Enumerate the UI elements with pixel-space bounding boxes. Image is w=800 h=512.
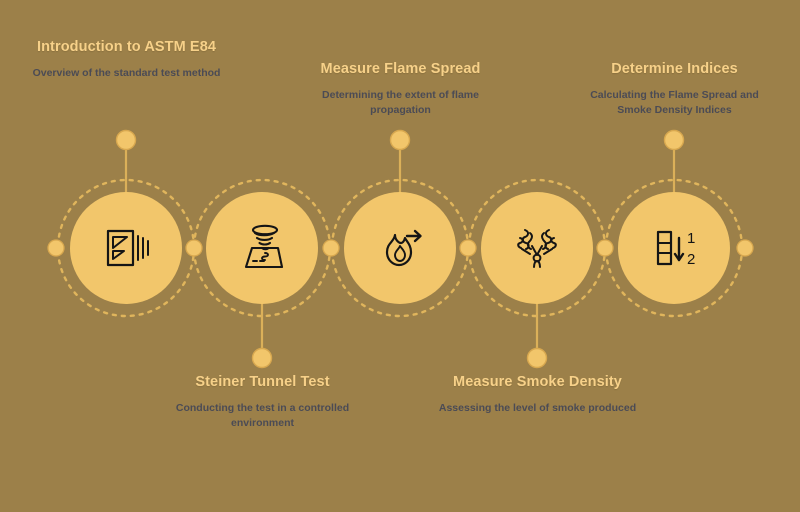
junction-dot-2-3: [322, 239, 340, 257]
document-standard-icon: [98, 220, 154, 276]
tunnel-vortex-icon: [233, 219, 291, 277]
step-description: Assessing the level of smoke produced: [438, 401, 637, 414]
step-title: Measure Smoke Density: [453, 374, 622, 390]
text-determine-indices: Determine Indices Calculating the Flame …: [572, 60, 777, 119]
node-steiner-tunnel-test[interactable]: [206, 192, 318, 304]
junction-dot-start: [47, 239, 65, 257]
step-title: Determine Indices: [611, 61, 738, 77]
pin-head-top-1: [115, 129, 137, 151]
step-description: Overview of the standard test method: [32, 66, 221, 79]
node-measure-flame-spread[interactable]: [344, 192, 456, 304]
text-introduction-to-astm-e84: Introduction to ASTM E84 Overview of the…: [24, 38, 229, 81]
text-measure-flame-spread: Measure Flame Spread Determining the ext…: [298, 60, 503, 119]
junction-dot-end: [736, 239, 754, 257]
pin-head-bottom-4: [526, 347, 548, 369]
flame-arrow-icon: [371, 219, 429, 277]
junction-dot-3-4: [459, 239, 477, 257]
pin-head-top-5: [663, 129, 685, 151]
step-description: Calculating the Flame Spread and Smoke D…: [590, 88, 759, 117]
node-determine-indices[interactable]: 1 2: [618, 192, 730, 304]
text-measure-smoke-density: Measure Smoke Density Assessing the leve…: [435, 373, 640, 416]
text-steiner-tunnel-test: Steiner Tunnel Test Conducting the test …: [160, 373, 365, 432]
pin-head-top-3: [389, 129, 411, 151]
pin-head-bottom-2: [251, 347, 273, 369]
step-description: Conducting the test in a controlled envi…: [175, 401, 350, 430]
junction-dot-1-2: [185, 239, 203, 257]
index-two-label: 2: [687, 251, 695, 268]
step-title: Introduction to ASTM E84: [36, 39, 217, 55]
step-description: Determining the extent of flame propagat…: [322, 88, 479, 117]
index-ranking-icon: 1 2: [645, 219, 703, 277]
node-introduction-to-astm-e84[interactable]: [70, 192, 182, 304]
index-one-label: 1: [687, 230, 695, 247]
step-title: Measure Flame Spread: [320, 61, 481, 77]
node-measure-smoke-density[interactable]: [481, 192, 593, 304]
step-title: Steiner Tunnel Test: [195, 374, 330, 390]
smoke-plumes-icon: [508, 219, 566, 277]
junction-dot-4-5: [596, 239, 614, 257]
